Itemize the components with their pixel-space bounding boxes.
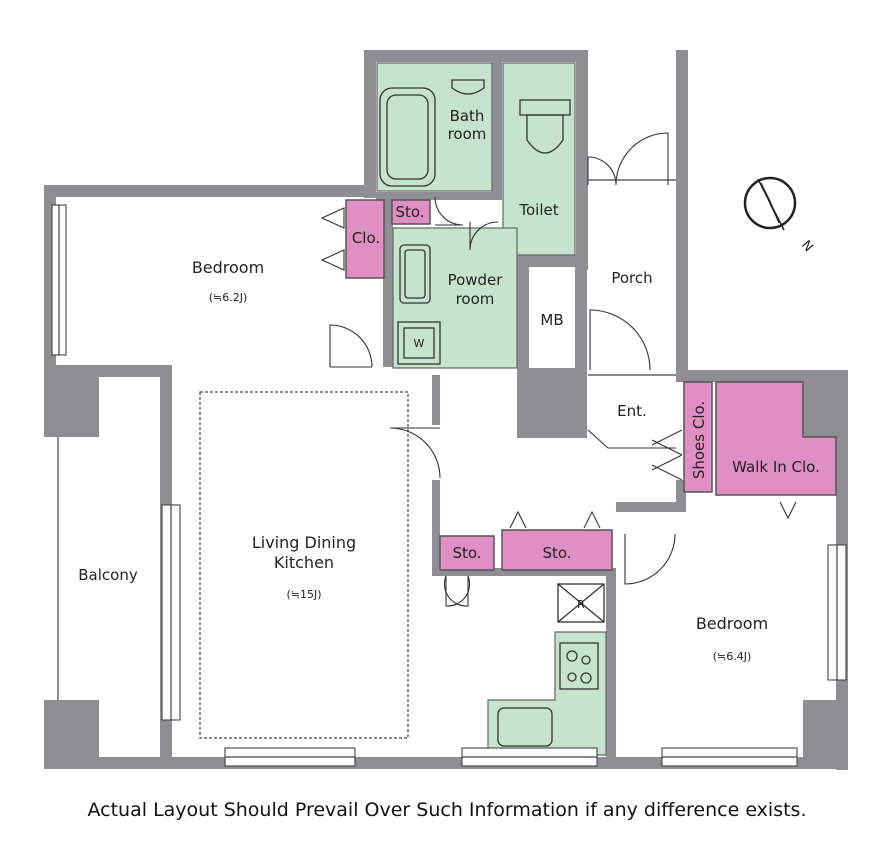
ldk-area: (≒15J) <box>286 588 321 601</box>
bath-label-line2: room <box>448 125 487 143</box>
storage-areas <box>345 199 837 571</box>
refrigerator-label: R <box>577 598 585 611</box>
porch-label: Porch <box>611 269 652 287</box>
refrigerator-space <box>557 583 605 623</box>
ldk-label-line2: Kitchen <box>274 553 334 572</box>
fixtures <box>199 79 605 747</box>
storage-2 <box>501 529 613 571</box>
windows <box>51 204 847 767</box>
toilet-bowl <box>526 114 564 154</box>
bathtub <box>379 87 436 187</box>
meter-box-label: MB <box>540 311 563 329</box>
kitchen-stove <box>559 642 599 690</box>
bath-sink <box>451 79 485 95</box>
floor-plan: N Bedroom (≒6.2J) Living Dining Kitchen … <box>44 50 848 770</box>
balcony-label: Balcony <box>78 566 138 584</box>
storage-2-label: Sto. <box>542 544 571 562</box>
vanity-sink <box>399 244 431 304</box>
closet-west-label: Clo. <box>352 229 380 247</box>
shoes-closet-label: Shoes Clo. <box>690 401 708 479</box>
entrance-label: Ent. <box>617 402 647 420</box>
walk-in-closet <box>715 381 837 496</box>
bath-label-line1: Bath <box>450 107 485 125</box>
compass-icon <box>743 176 797 231</box>
doors <box>320 132 797 607</box>
powder-label-line1: Powder <box>448 271 504 289</box>
storage-1 <box>439 535 495 571</box>
storage-bath-label: Sto. <box>395 203 424 221</box>
washer-label: W <box>414 337 425 350</box>
toilet-label: Toilet <box>518 201 558 219</box>
closet-west <box>345 199 385 279</box>
compass-label: N <box>798 238 816 255</box>
ldk-label-line1: Living Dining <box>252 533 356 552</box>
bedroom-east-label: Bedroom <box>696 614 768 633</box>
ldk-outline <box>199 391 409 739</box>
bedroom-west-label: Bedroom <box>192 258 264 277</box>
walk-in-closet-label: Walk In Clo. <box>732 458 820 476</box>
bedroom-west-area: (≒6.2J) <box>209 291 248 304</box>
shoes-closet <box>683 381 713 493</box>
kitchen-sink <box>497 707 553 747</box>
storage-1-label: Sto. <box>452 544 481 562</box>
powder-label-line2: room <box>456 290 495 308</box>
room-labels: Bedroom (≒6.2J) Living Dining Kitchen (≒… <box>78 107 820 663</box>
storage-bath <box>391 199 431 225</box>
bedroom-east-area: (≒6.4J) <box>713 650 752 663</box>
washer-pan <box>397 321 441 365</box>
disclaimer-text: Actual Layout Should Prevail Over Such I… <box>87 799 807 821</box>
